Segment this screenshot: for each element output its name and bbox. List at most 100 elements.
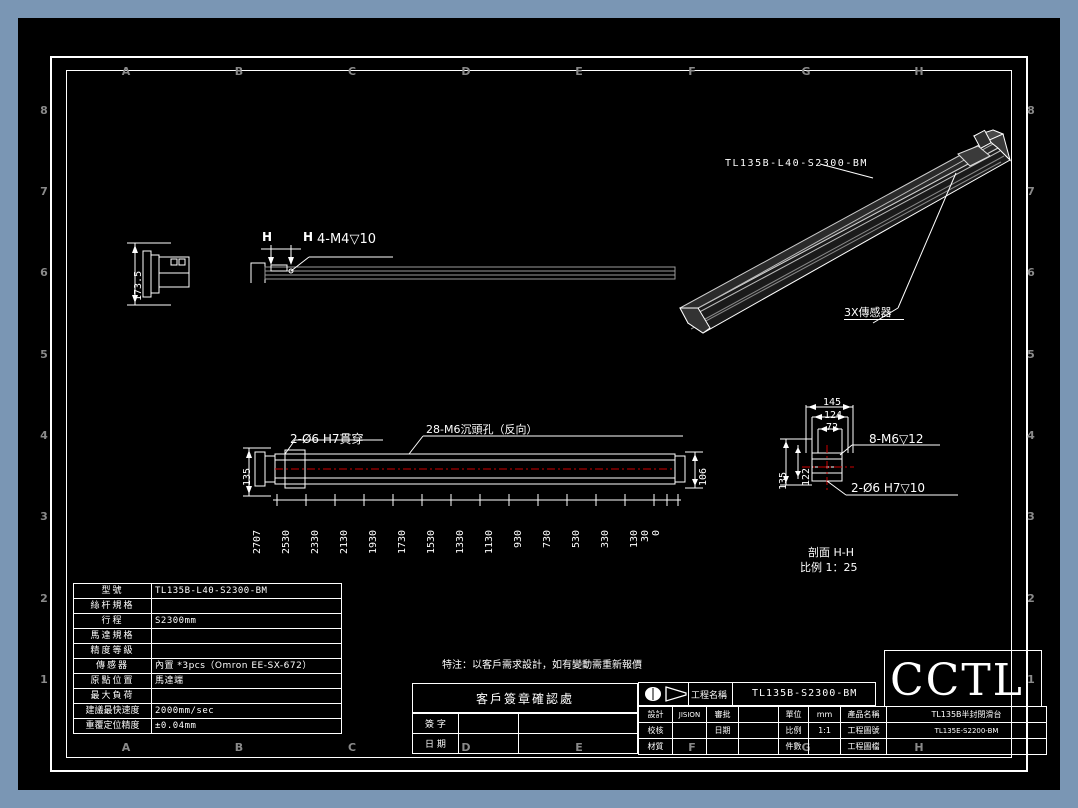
spec-label-model: 型號 — [73, 583, 152, 599]
front-view-left-dim: 135 — [242, 467, 253, 486]
station-dim-1330: 1330 — [455, 529, 466, 554]
iso-sensor-underline — [844, 319, 904, 320]
section-view-hh — [780, 404, 958, 496]
spec-value-motor — [151, 628, 342, 644]
drawing-frame-inner — [66, 70, 1012, 758]
top-view — [250, 245, 676, 283]
front-view-hole-note-left: 2-Ø6 H7貫穿 — [290, 432, 364, 446]
title-field-label-date: 日期 — [706, 722, 739, 739]
brand-logo: CCTL — [890, 655, 1024, 706]
customer-confirm-box: 客戶簽章確認處 — [412, 683, 638, 713]
customer-confirm-title: 客戶簽章確認處 — [475, 692, 574, 706]
front-view — [243, 435, 703, 506]
frame-row-4-right: 4 — [1027, 429, 1035, 442]
spec-label-accuracy-grade: 精度等級 — [73, 643, 152, 659]
title-block-divider-1 — [688, 682, 689, 706]
title-field-label-product: 產品名稱 — [840, 706, 887, 723]
frame-row-3-left: 3 — [40, 510, 48, 523]
frame-col-A-bottom: A — [121, 741, 131, 754]
frame-col-C-top: C — [347, 65, 357, 78]
spec-row-accuracy-grade: 精度等級 — [73, 643, 342, 659]
frame-row-5-left: 5 — [40, 348, 48, 361]
section-dim-135: 135 — [778, 471, 789, 490]
station-dim-1730: 1730 — [397, 529, 408, 554]
title-field-value-date — [738, 722, 779, 739]
signature-value-name[interactable] — [457, 713, 519, 734]
signature-label-date: 日 期 — [412, 733, 459, 754]
section-caption-line2: 比例 1：25 — [800, 561, 858, 574]
spec-value-screw — [151, 598, 342, 614]
spec-table: 型號 TL135B-L40-S2300-BM 絲杆規格 行程 S2300mm 馬… — [73, 583, 342, 734]
spec-row-repeatability: 重覆定位精度 ±0.04mm — [73, 718, 342, 734]
iso-sensor-label: 3X傳感器 — [844, 306, 892, 319]
spec-value-origin: 馬達端 — [151, 673, 342, 689]
spec-label-origin: 原點位置 — [73, 673, 152, 689]
spec-row-stroke: 行程 S2300mm — [73, 613, 342, 629]
title-field-label-dwg-file: 工程圖檔 — [840, 738, 887, 755]
station-dim-530: 530 — [571, 529, 582, 548]
frame-col-B-bottom: B — [234, 741, 244, 754]
title-field-label-check: 校核 — [638, 722, 673, 739]
spec-value-stroke: S2300mm — [151, 613, 342, 629]
top-view-thread-note: 4-M4▽10 — [317, 232, 376, 247]
station-dim-130: 130 — [629, 529, 640, 548]
title-field-label-approve: 審批 — [706, 706, 739, 723]
section-dim-145: 145 — [823, 397, 842, 408]
frame-col-D-top: D — [461, 65, 471, 78]
section-dim-122: 122 — [801, 467, 812, 486]
station-dim-2530: 2530 — [281, 529, 292, 554]
signature-value-date[interactable] — [457, 733, 519, 754]
title-field-label-design: 設計 — [638, 706, 673, 723]
station-dim-2330: 2330 — [310, 529, 321, 554]
station-dim-0: 0 — [651, 529, 662, 536]
spec-label-repeatability: 重覆定位精度 — [73, 718, 152, 734]
frame-row-6-left: 6 — [40, 266, 48, 279]
title-block-grid: 設計 JISION 審批 單位 mm 產品名稱 TL135B半封閉滑台 校核 日… — [638, 706, 1047, 755]
frame-col-C-bottom: C — [347, 741, 357, 754]
special-note: 特注：以客戶需求設計，如有變動需重新報價 — [442, 660, 642, 671]
title-field-value-approve — [738, 706, 779, 723]
front-view-right-dim: 106 — [698, 467, 709, 486]
title-field-value-check — [672, 722, 707, 739]
frame-row-6-right: 6 — [1027, 266, 1035, 279]
spec-value-sensor: 內置 *3pcs（Omron EE-SX-672） — [151, 658, 342, 674]
spec-row-sensor: 傳感器 內置 *3pcs（Omron EE-SX-672） — [73, 658, 342, 674]
projection-symbol-icon — [645, 686, 687, 702]
spec-label-sensor: 傳感器 — [73, 658, 152, 674]
title-block-divider-2 — [732, 682, 733, 706]
brand-top-border — [884, 650, 1042, 651]
spec-value-repeatability: ±0.04mm — [151, 718, 342, 734]
title-block-project-value: TL135B-S2300-BM — [752, 688, 858, 699]
iso-part-label: TL135B-L40-S2300-BM — [725, 158, 868, 169]
title-field-blank-2 — [738, 738, 779, 755]
spec-row-screw: 絲杆規格 — [73, 598, 342, 614]
title-block-row-1: 設計 JISION 審批 單位 mm 產品名稱 TL135B半封閉滑台 — [638, 706, 1047, 723]
end-view-height-dim: 173.5 — [133, 270, 144, 301]
title-field-blank-1 — [706, 738, 739, 755]
signature-blank-a[interactable] — [517, 713, 639, 734]
title-field-value-design: JISION — [672, 706, 707, 723]
frame-col-A-top: A — [121, 65, 131, 78]
title-field-value-unit: mm — [808, 706, 841, 723]
drawing-canvas: A B C D E F G H A B C D E F G H 8 7 6 5 … — [18, 18, 1060, 790]
station-dim-30: 30 — [640, 529, 651, 542]
station-dim-2130: 2130 — [339, 529, 350, 554]
brand-right-border — [1041, 650, 1042, 706]
frame-col-E-top: E — [575, 65, 583, 78]
signature-blank-b[interactable] — [517, 733, 639, 754]
frame-col-G-top: G — [801, 65, 811, 78]
frame-col-H-top: H — [914, 65, 924, 78]
title-field-label-qty: 件數 — [778, 738, 809, 755]
title-field-label-scale: 比例 — [778, 722, 809, 739]
title-field-label-material: 材質 — [638, 738, 673, 755]
spec-label-max-load: 最大負荷 — [73, 688, 152, 704]
spec-label-motor: 馬達規格 — [73, 628, 152, 644]
front-view-hole-note-right: 28-M6沉頭孔（反向） — [426, 423, 538, 436]
station-dim-330: 330 — [600, 529, 611, 548]
station-dim-1130: 1130 — [484, 529, 495, 554]
spec-row-model: 型號 TL135B-L40-S2300-BM — [73, 583, 342, 599]
signature-row-date: 日 期 — [412, 733, 639, 754]
title-block-project-label: 工程名稱 — [691, 691, 728, 701]
frame-row-4-left: 4 — [40, 429, 48, 442]
isometric-view — [679, 129, 1011, 334]
